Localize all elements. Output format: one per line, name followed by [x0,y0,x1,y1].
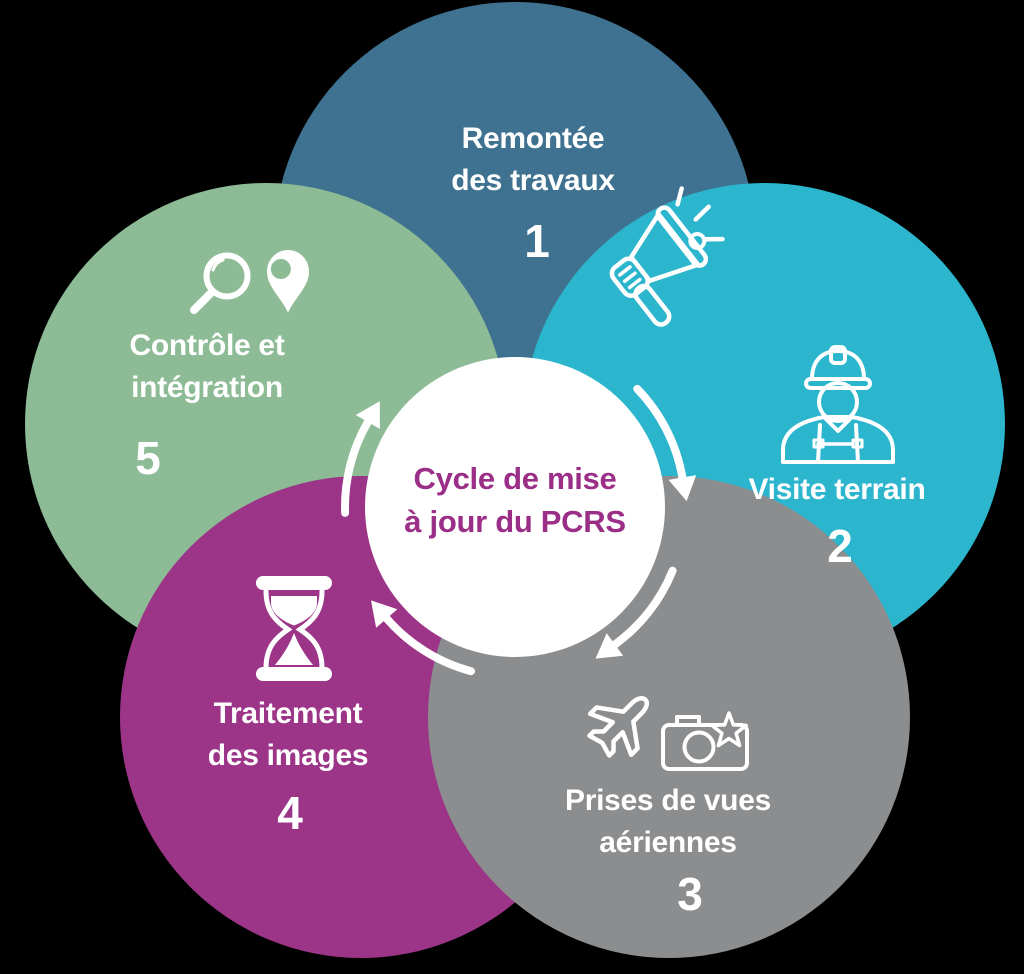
step-5-label: Contrôle et intégration [129,325,284,409]
step-5-label-line2: intégration [131,371,283,404]
step-4-label-line2: des images [207,739,369,772]
step-2-number: 2 [827,520,853,572]
step-5-label-line1: Contrôle et [129,329,285,362]
step-4-label-line1: Traitement [213,697,363,730]
step-1-label-line2: des travaux [451,164,615,197]
step-2-label-line1: Visite terrain [748,473,926,506]
step-3-label-line1: Prises de vues [565,784,771,817]
diagram-title-line1: Cycle de mise [413,461,617,496]
step-3-number: 3 [677,868,703,920]
step-1-number: 1 [524,215,550,267]
step-2-label: Visite terrain [748,469,925,511]
step-1-label: Remontée des travaux [451,118,615,202]
step-4-label: Traitement des images [207,693,369,777]
step-1-label-line1: Remontée [461,122,605,155]
step-3-label: Prises de vues aériennes [565,780,771,864]
diagram-title: Cycle de mise à jour du PCRS [404,457,626,543]
step-3-label-line2: aériennes [599,826,737,859]
diagram-title-line2: à jour du PCRS [404,504,626,539]
step-4-number: 4 [277,787,303,839]
step-5-number: 5 [135,432,161,484]
